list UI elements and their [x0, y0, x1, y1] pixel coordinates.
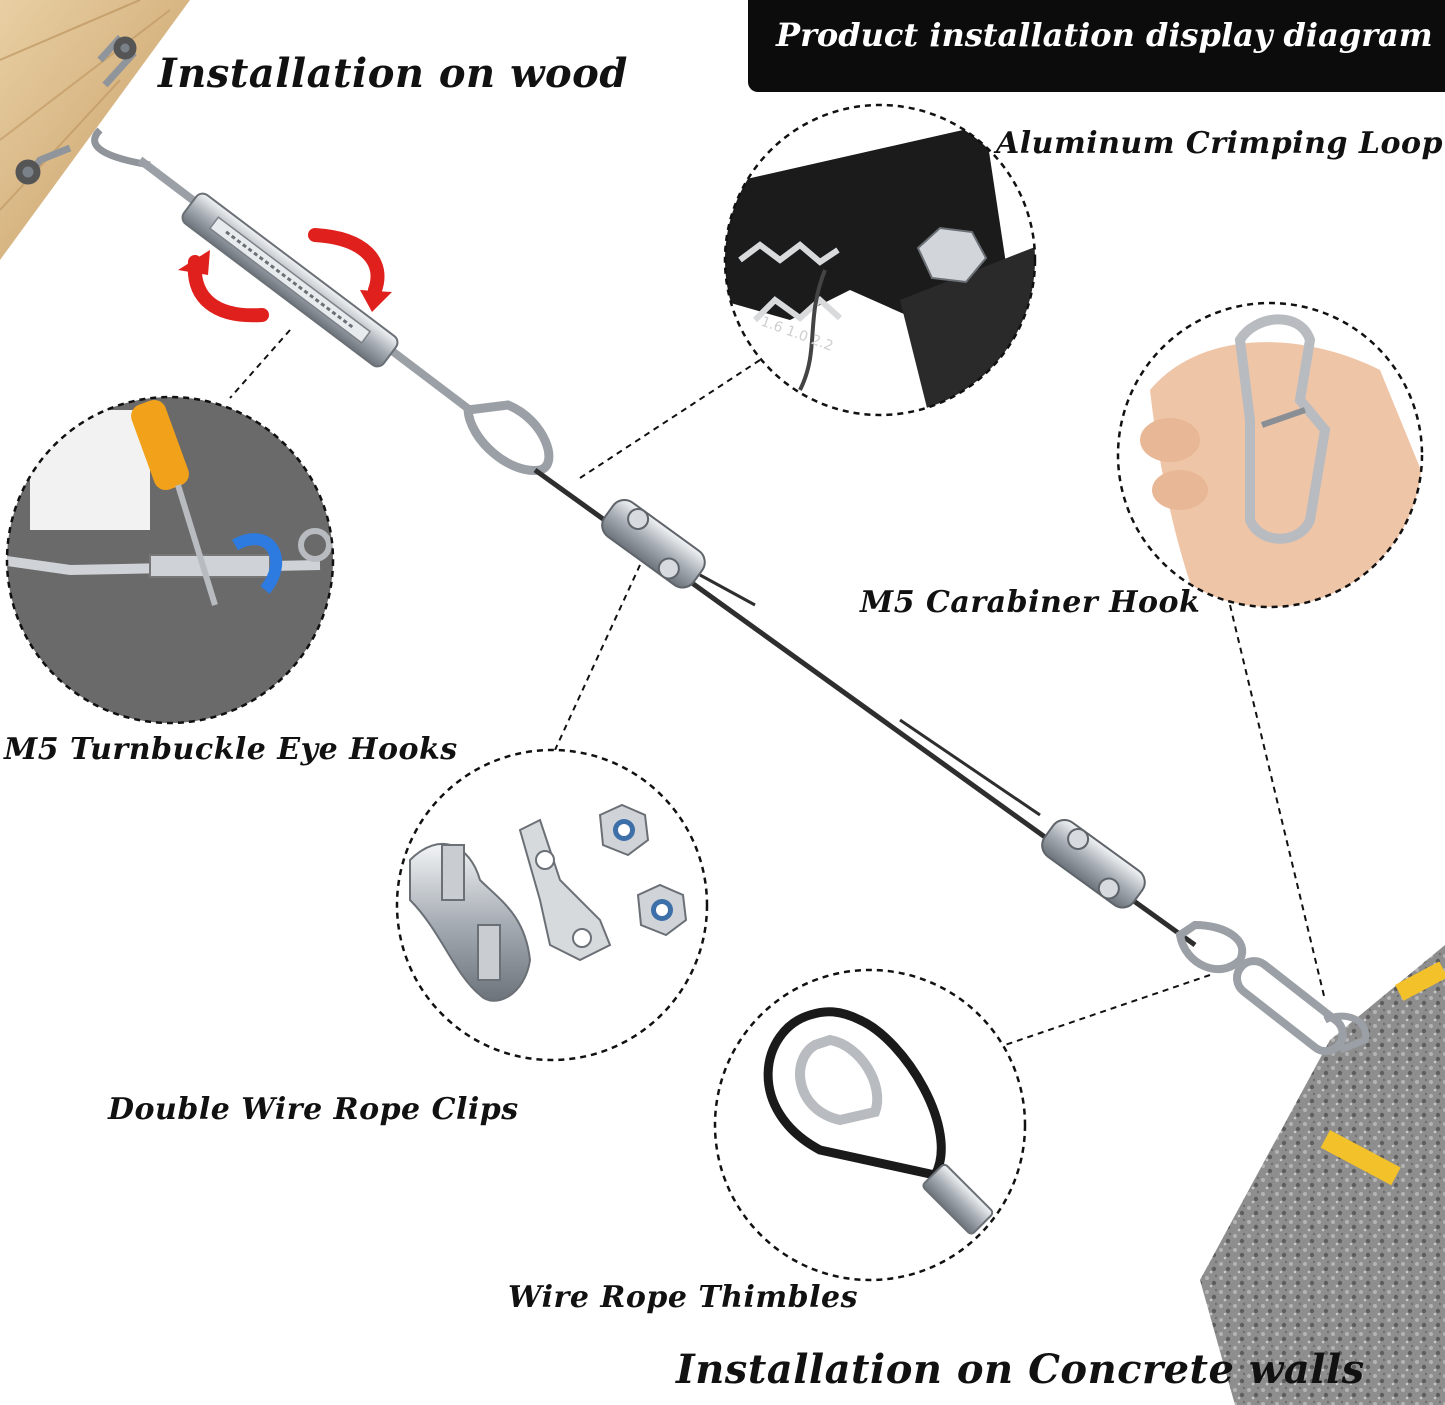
turnbuckle-adjust-callout [5, 395, 335, 725]
leader-lines [229, 329, 1326, 1046]
label-carabiner-hook: M5 Carabiner Hook [860, 585, 1201, 620]
hex-bolt [916, 226, 988, 284]
thimble-callout [713, 968, 1027, 1282]
wall-anchor [1320, 961, 1445, 1186]
carabiner-on-wall [1233, 957, 1347, 1056]
rope-clips-callout [395, 748, 709, 1062]
clip-saddle [409, 842, 532, 1002]
title-banner: Product installation display diagram [748, 0, 1445, 92]
wire-rope-assembly [463, 400, 1370, 1056]
label-double-wire-rope-clips: Double Wire Rope Clips [108, 1092, 519, 1127]
carabiner-callout [1116, 301, 1424, 609]
rotation-arrows [178, 228, 392, 323]
turnbuckle [137, 156, 473, 414]
lock-nut-1 [598, 803, 650, 857]
label-turnbuckle-eye-hooks: M5 Turnbuckle Eye Hooks [4, 732, 458, 767]
diagram-title: Product installation display diagram [776, 16, 1433, 54]
wood-eye-hooks [15, 34, 151, 185]
ferrule [922, 1163, 994, 1235]
label-installation-concrete: Installation on Concrete walls [676, 1346, 1365, 1393]
crimping-pliers-callout: 1.6 1.0 2.2 [723, 103, 1037, 417]
clip-plate [518, 818, 612, 962]
concrete-wall [1200, 945, 1445, 1405]
rope-clip-lower [1041, 818, 1146, 909]
label-wire-rope-thimbles: Wire Rope Thimbles [508, 1280, 858, 1315]
label-installation-wood: Installation on wood [158, 50, 628, 97]
label-aluminum-crimping-loop: Aluminum Crimping Loop [996, 126, 1443, 161]
rope-clip-upper [601, 498, 706, 589]
lock-nut-2 [636, 883, 688, 937]
wood-board [0, 0, 190, 260]
